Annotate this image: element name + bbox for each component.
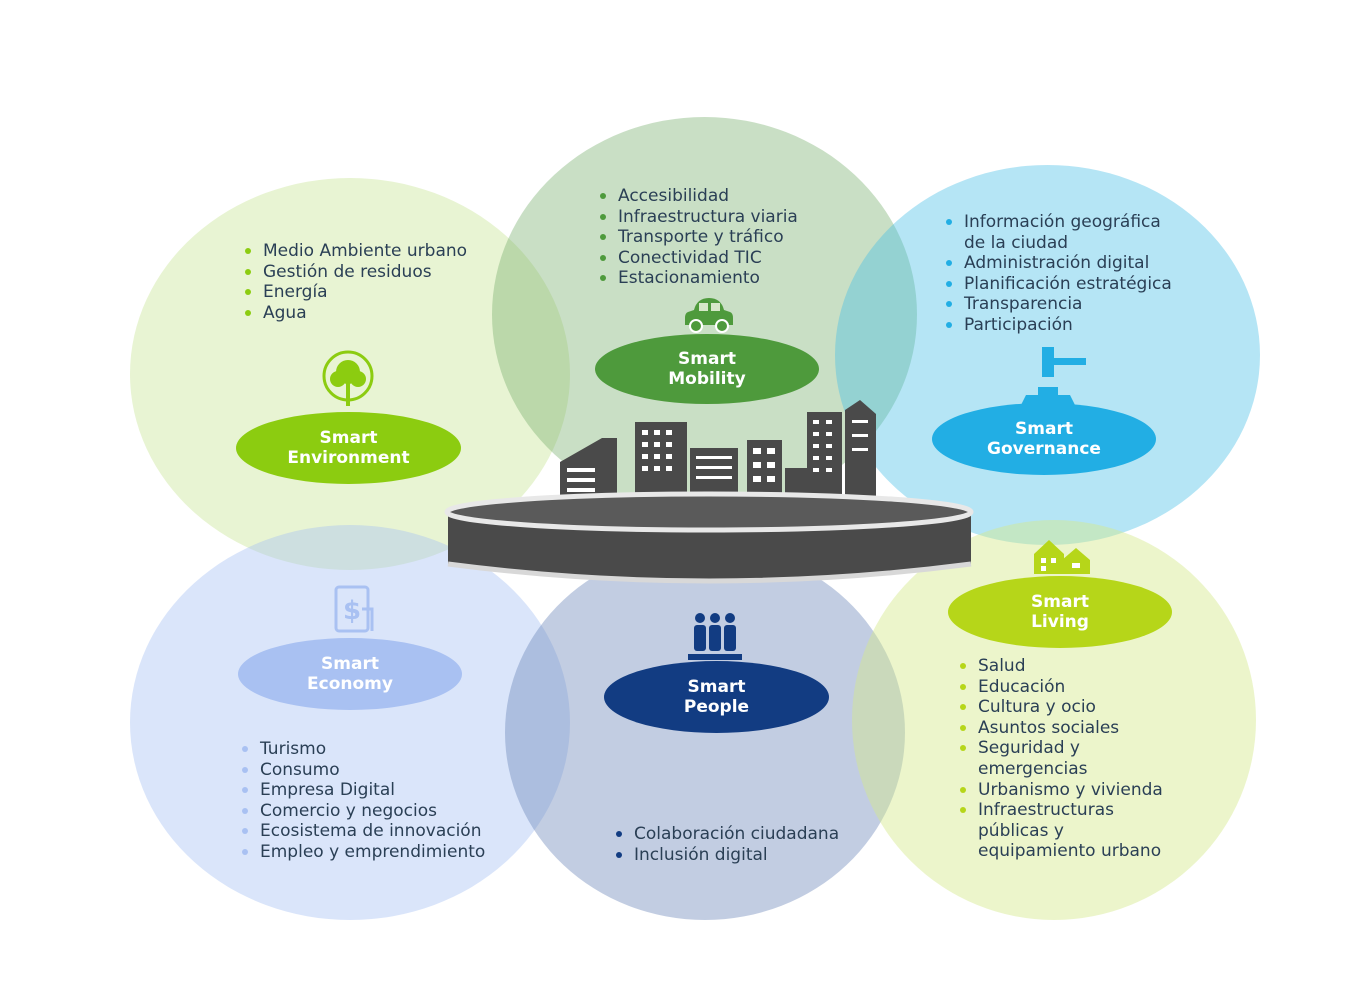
badge-line: Smart xyxy=(678,349,736,369)
badge-line: Economy xyxy=(307,674,393,694)
list-item: Cultura y ocio xyxy=(956,697,1171,718)
list-item: Ecosistema de innovación xyxy=(238,821,485,842)
governance-list: Información geográfica de la ciudad Admi… xyxy=(942,212,1187,336)
list-item: Infraestructuras públicas y equipamiento… xyxy=(956,800,1168,862)
environment-list: Medio Ambiente urbano Gestión de residuo… xyxy=(241,241,467,323)
economy-list: Turismo Consumo Empresa Digital Comercio… xyxy=(238,739,485,863)
list-item: Empresa Digital xyxy=(238,780,485,801)
people-group-icon xyxy=(688,613,742,660)
list-item: Transparencia xyxy=(942,294,1187,315)
car-icon xyxy=(685,298,733,333)
badge-line: Smart xyxy=(319,428,378,448)
smart-mobility-badge: Smart Mobility xyxy=(595,334,819,404)
badge-line: Environment xyxy=(287,448,410,468)
list-item: Administración digital xyxy=(942,253,1187,274)
list-item: Consumo xyxy=(238,760,485,781)
badge-line: Governance xyxy=(987,439,1101,459)
svg-text:$: $ xyxy=(343,596,361,626)
living-list: Salud Educación Cultura y ocio Asuntos s… xyxy=(956,656,1171,862)
list-item: Conectividad TIC xyxy=(596,248,798,269)
money-document-icon: $ xyxy=(334,585,374,633)
badge-line: Living xyxy=(1031,612,1089,632)
badge-line: Smart xyxy=(687,677,746,697)
list-item: Seguridad y emergencias xyxy=(956,738,1098,779)
list-item: Inclusión digital xyxy=(612,845,839,866)
list-item: Participación xyxy=(942,315,1187,336)
city-skyline-icon xyxy=(444,400,974,584)
badge-line: Mobility xyxy=(668,369,746,389)
smart-environment-badge: Smart Environment xyxy=(236,412,461,484)
gavel-icon xyxy=(1020,347,1086,407)
list-item: Medio Ambiente urbano xyxy=(241,241,467,262)
houses-icon xyxy=(1034,540,1090,574)
badge-line: Smart xyxy=(1031,592,1089,612)
list-item: Energía xyxy=(241,282,467,303)
smart-governance-badge: Smart Governance xyxy=(932,403,1156,475)
list-item: Urbanismo y vivienda xyxy=(956,780,1171,801)
badge-line: People xyxy=(683,697,750,717)
list-item: Información geográfica de la ciudad xyxy=(942,212,1187,253)
list-item: Estacionamiento xyxy=(596,268,798,289)
economy-circle xyxy=(130,525,570,920)
list-item: Infraestructura viaria xyxy=(596,207,798,228)
smart-living-badge: Smart Living xyxy=(948,576,1172,648)
list-item: Agua xyxy=(241,303,467,324)
list-item: Accesibilidad xyxy=(596,186,798,207)
badge-line: Smart xyxy=(1015,419,1073,439)
smart-people-badge: Smart People xyxy=(604,661,829,733)
list-item: Comercio y negocios xyxy=(238,801,485,822)
list-item: Asuntos sociales xyxy=(956,718,1171,739)
list-item: Turismo xyxy=(238,739,485,760)
badge-line: Smart xyxy=(321,654,379,674)
list-item: Educación xyxy=(956,677,1171,698)
list-item: Transporte y tráfico xyxy=(596,227,798,248)
tree-icon xyxy=(322,350,374,406)
mobility-list: Accesibilidad Infraestructura viaria Tra… xyxy=(596,186,798,289)
people-list: Colaboración ciudadana Inclusión digital xyxy=(612,824,839,865)
smart-economy-badge: Smart Economy xyxy=(238,638,462,710)
list-item: Gestión de residuos xyxy=(241,262,467,283)
list-item: Colaboración ciudadana xyxy=(612,824,839,845)
list-item: Planificación estratégica xyxy=(942,274,1187,295)
list-item: Salud xyxy=(956,656,1171,677)
list-item: Empleo y emprendimiento xyxy=(238,842,485,863)
